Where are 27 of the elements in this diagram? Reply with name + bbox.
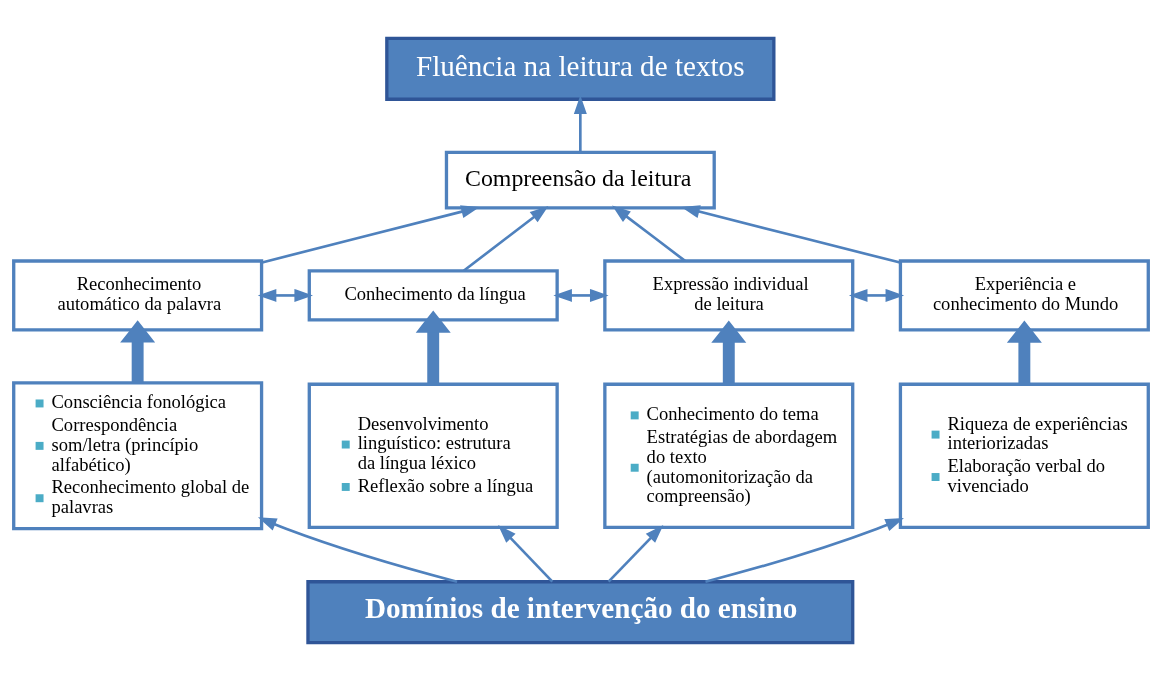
arrow [607, 524, 664, 583]
node-box: Domínios de intervenção do ensino [306, 579, 855, 644]
node-box: Expressão individual de leitura [603, 258, 855, 332]
arrow [612, 205, 686, 262]
node-box: Conhecimento do tema Estratégias de abordagem do texto (automonitorização da compreensão) [603, 382, 855, 529]
arrow [120, 319, 156, 383]
arrow [257, 516, 458, 583]
arrow [257, 288, 313, 302]
arrow [681, 204, 901, 264]
arrow [705, 517, 904, 583]
node-box: Experiência e conhecimento do Mundo [898, 258, 1150, 332]
node-box: Consciência fonológica Correspondência som/letra (princípio alfabético) Reconhecimento global de palavras [12, 380, 264, 530]
arrow [553, 288, 609, 302]
arrow [415, 309, 451, 384]
arrow [573, 94, 587, 152]
node-box: Fluência na leitura de textos [385, 36, 776, 101]
node-box: Desenvolvimento linguístico: estrutura da língua léxico Reflexão sobre a língua [307, 382, 559, 529]
node-box: Compreensão da leitura [444, 150, 716, 210]
arrow [848, 288, 905, 302]
node-box: Reconhecimento automático da palavra [12, 258, 264, 332]
node-box: Riqueza de experiências interiorizadas Elaboração verbal do vivenciado [898, 382, 1150, 529]
arrow [1006, 320, 1042, 384]
arrow [498, 524, 554, 583]
arrow [261, 204, 480, 264]
arrow [462, 205, 549, 272]
node-box: Conhecimento da língua [307, 268, 559, 322]
arrow [711, 320, 747, 384]
